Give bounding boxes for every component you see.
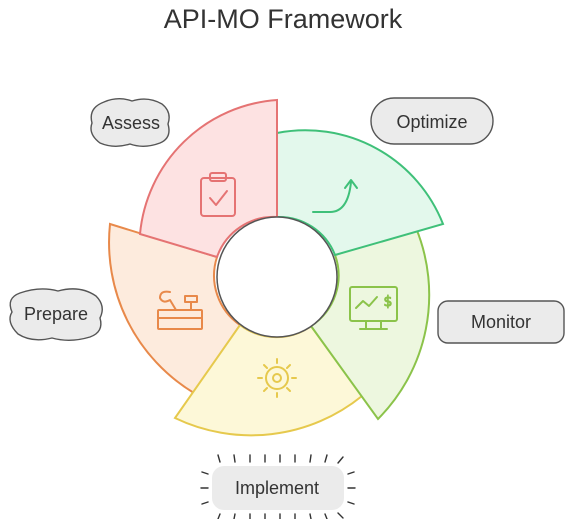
stage-label-monitor: Monitor	[437, 300, 565, 344]
stage-label-implement: Implement	[200, 454, 356, 519]
label-bubble-prepare	[9, 288, 103, 341]
label-pill-optimize	[370, 97, 494, 145]
label-text-monitor: Monitor	[471, 312, 531, 332]
center-hub	[216, 216, 338, 338]
label-box-monitor	[437, 300, 565, 344]
label-burst-implement	[200, 454, 356, 519]
label-bubble-assess	[90, 98, 170, 147]
stage-label-prepare: Prepare	[9, 288, 103, 341]
label-box-implement	[212, 466, 344, 510]
clipboard-check-icon	[200, 172, 236, 217]
label-text-prepare: Prepare	[24, 304, 88, 324]
label-text-optimize: Optimize	[396, 112, 467, 132]
diagram-title: API-MO Framework	[163, 4, 403, 34]
segment-monitor	[309, 226, 431, 421]
stage-label-optimize: Optimize	[370, 97, 494, 145]
monitor-dollar-icon: $	[349, 286, 398, 330]
svg-text:$: $	[384, 294, 393, 310]
segment-optimize	[276, 129, 445, 257]
stage-label-assess: Assess	[90, 98, 170, 147]
label-text-implement: Implement	[235, 478, 319, 498]
gear-icon	[257, 358, 297, 398]
toolbox-icon	[157, 290, 203, 330]
arrow-up-curve-icon	[312, 179, 358, 213]
label-text-assess: Assess	[102, 113, 160, 133]
